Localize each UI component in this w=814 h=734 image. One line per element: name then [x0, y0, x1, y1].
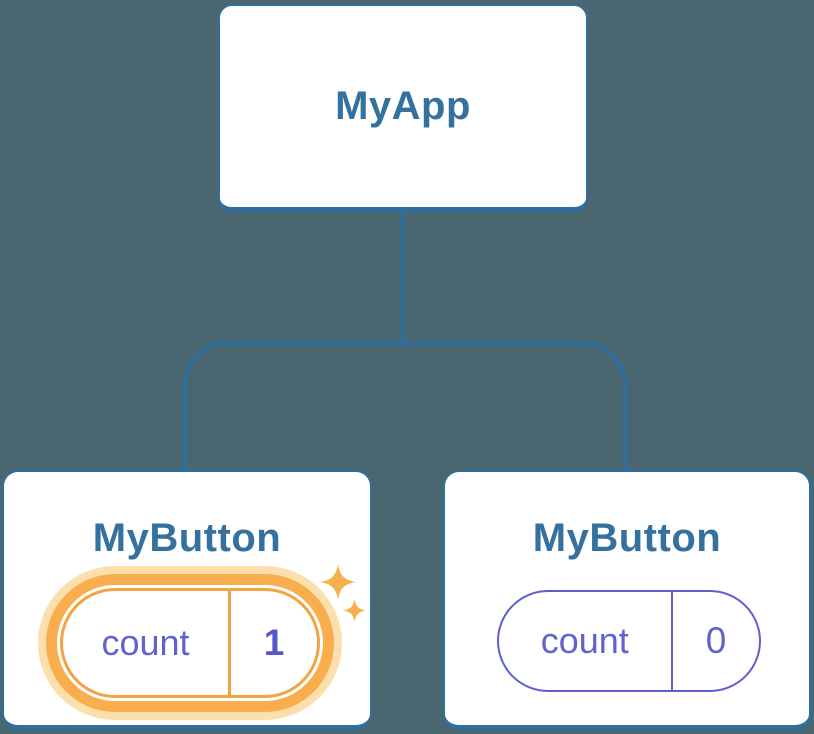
- sparkle-icon-large: [320, 564, 356, 600]
- node-title: MyButton: [92, 516, 282, 560]
- state-name-section: count: [499, 592, 671, 690]
- connector-branch-bracket: [183, 341, 627, 511]
- state-name-label: count: [540, 620, 629, 661]
- node-title: MyButton: [532, 516, 722, 560]
- state-value-section: 0: [673, 592, 759, 690]
- state-value: 0: [705, 620, 727, 661]
- pill-divider: [670, 592, 673, 690]
- pill-divider: [228, 591, 231, 695]
- sparkle-icon-small: [343, 599, 366, 622]
- state-value: 1: [263, 622, 285, 663]
- connector-stem-line: [401, 210, 405, 344]
- state-name-label: count: [101, 622, 190, 663]
- state-name-section: count: [63, 591, 228, 695]
- tree-node-myapp: MyApp: [218, 4, 588, 212]
- tree-node-mybutton-highlighted: MyButton count 1: [2, 470, 372, 730]
- state-value-section: 1: [231, 591, 317, 695]
- state-pill-highlighted: count 1: [60, 588, 320, 698]
- state-pill-plain: count 0: [497, 590, 761, 692]
- tree-node-mybutton-plain: MyButton count 0: [443, 470, 811, 730]
- node-title: MyApp: [335, 84, 471, 128]
